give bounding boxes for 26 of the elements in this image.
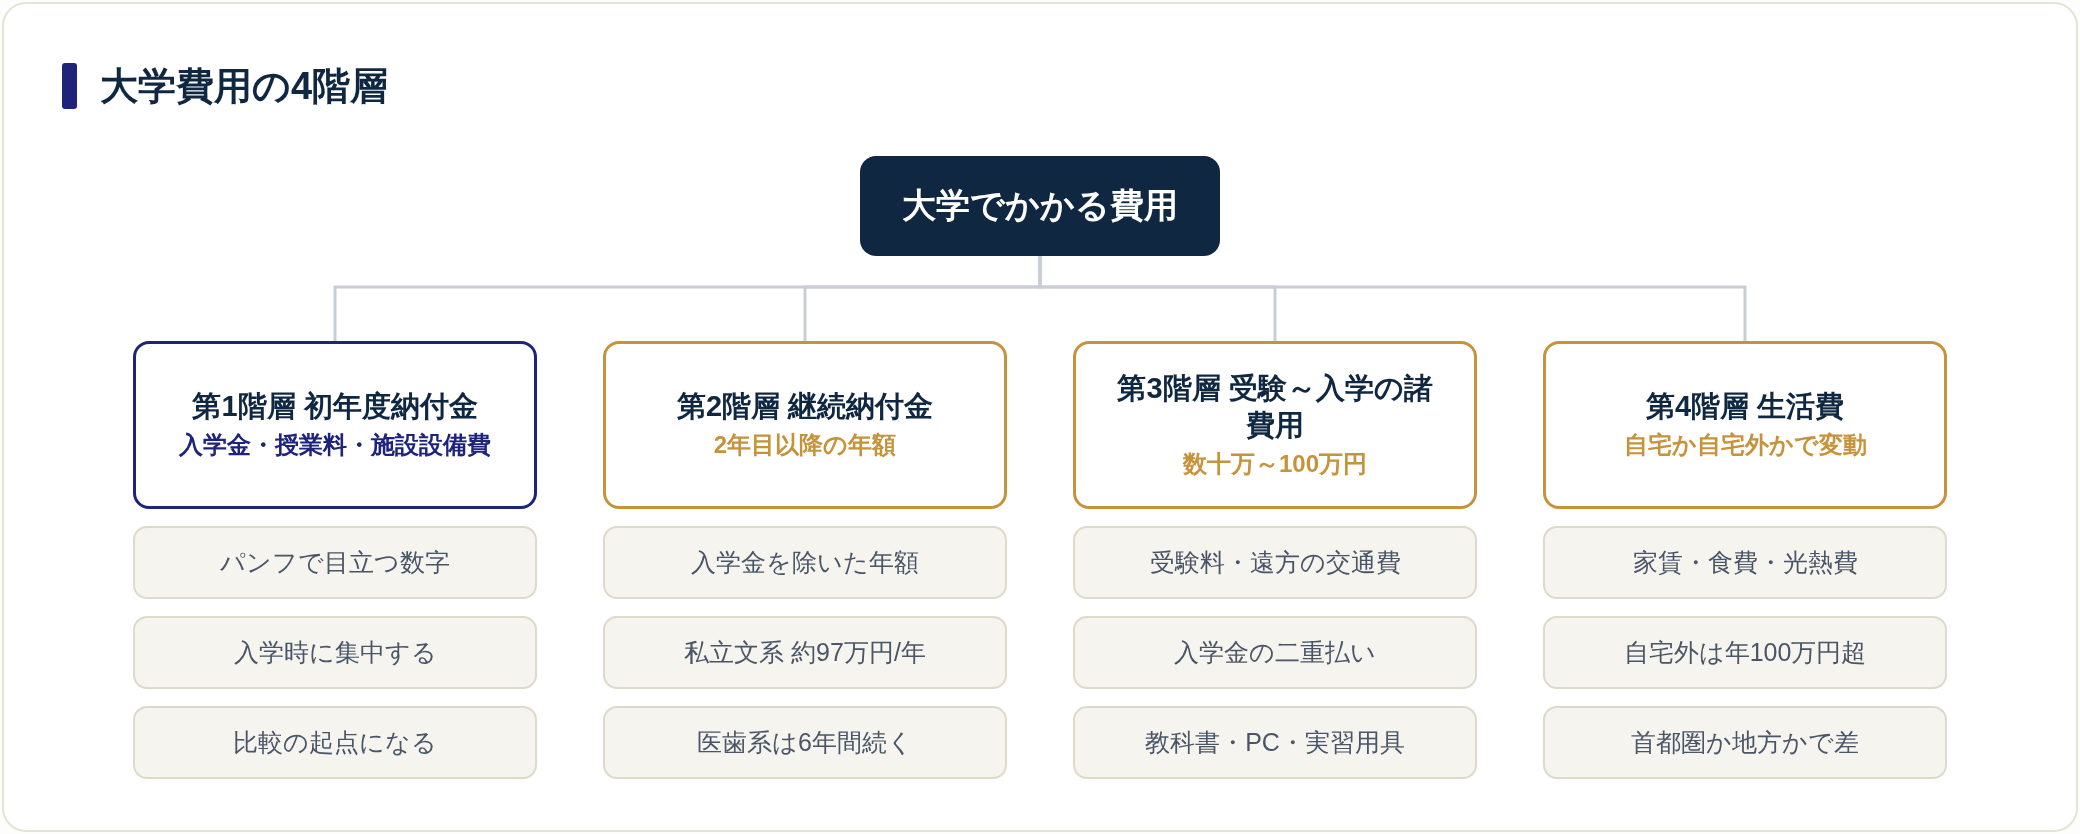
root-box: 大学でかかる費用 — [860, 156, 1220, 256]
tier-heading: 第1階層 初年度納付金 — [192, 389, 478, 425]
tier-heading: 第3階層 受験～入学の諸費用 — [1116, 370, 1434, 444]
detail-box: 入学金の二重払い — [1073, 616, 1477, 689]
detail-box: 入学時に集中する — [133, 616, 537, 689]
tier-subheading: 入学金・授業料・施設設備費 — [179, 430, 491, 461]
detail-box: パンフで目立つ数字 — [133, 526, 537, 599]
tier-heading: 第2階層 継続納付金 — [676, 389, 934, 425]
tier-heading: 第4階層 生活費 — [1645, 389, 1845, 425]
tier-subheading: 2年目以降の年額 — [713, 430, 897, 461]
tier-box — [1543, 341, 1947, 509]
tier-subheading: 数十万～100万円 — [1182, 448, 1367, 479]
detail-box: 自宅外は年100万円超 — [1543, 616, 1947, 689]
detail-box: 家賃・食費・光熱費 — [1543, 526, 1947, 599]
detail-box: 比較の起点になる — [133, 706, 537, 779]
detail-box: 入学金を除いた年額 — [603, 526, 1007, 599]
detail-box: 教科書・PC・実習用具 — [1073, 706, 1477, 779]
tier-subheading: 自宅か自宅外かで変動 — [1623, 430, 1867, 461]
tier-box — [133, 341, 537, 509]
detail-box: 首都圏か地方かで差 — [1543, 706, 1947, 779]
tier-box — [1073, 341, 1477, 509]
diagram-title: 大学費用の4階層 — [100, 64, 389, 109]
detail-box: 医歯系は6年間続く — [603, 706, 1007, 779]
detail-box: 受験料・遠方の交通費 — [1073, 526, 1477, 599]
detail-box: 私立文系 約97万円/年 — [603, 616, 1007, 689]
tier-box — [603, 341, 1007, 509]
